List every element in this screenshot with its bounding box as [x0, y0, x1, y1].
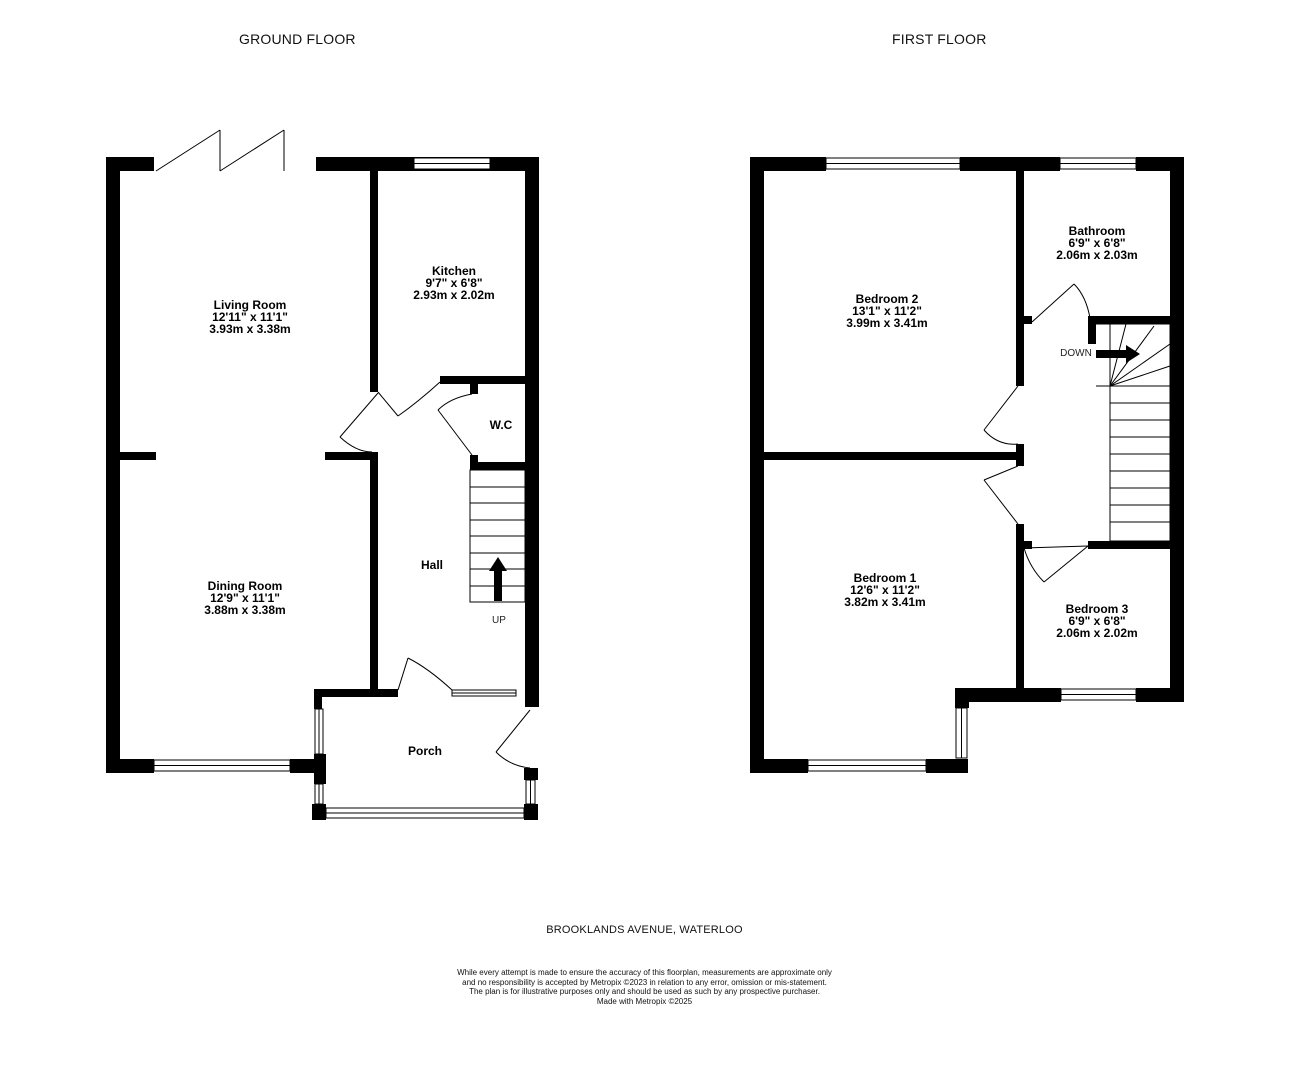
room-metric-size: 2.93m x 2.02m	[413, 288, 495, 302]
room-name: Hall	[420, 558, 444, 572]
porch-label: Porch	[408, 745, 442, 757]
dining-room-label: Dining Room 12'9" x 11'1" 3.88m x 3.38m	[204, 580, 285, 616]
ground-floor-windows	[153, 157, 536, 819]
room-name: Porch	[407, 744, 443, 758]
property-address: BROOKLANDS AVENUE, WATERLOO	[546, 924, 743, 936]
first-floor-stairs	[1096, 323, 1171, 542]
first-floor-windows	[807, 157, 1137, 772]
room-imperial-size: 12'11" x 11'1"	[212, 310, 288, 324]
first-floor-walls	[750, 157, 1184, 773]
wc-label: W.C	[490, 419, 513, 431]
ground-floor-stairs	[469, 469, 526, 603]
room-name: W.C	[489, 418, 513, 432]
room-name: Living Room	[213, 298, 287, 312]
room-imperial-size: 13'1" x 11'2"	[852, 304, 922, 318]
living-room-label: Living Room 12'11" x 11'1" 3.93m x 3.38m	[209, 299, 290, 335]
room-name: Bathroom	[1068, 224, 1126, 238]
kitchen-label: Kitchen 9'7" x 6'8" 2.93m x 2.02m	[413, 265, 494, 301]
bedroom-2-label: Bedroom 2 13'1" x 11'2" 3.99m x 3.41m	[846, 293, 927, 329]
room-metric-size: 3.88m x 3.38m	[204, 603, 286, 617]
room-imperial-size: 9'7" x 6'8"	[425, 276, 483, 290]
up-arrow-icon	[489, 557, 507, 601]
hall-label: Hall	[421, 559, 443, 571]
room-name: Bedroom 3	[1065, 602, 1129, 616]
ground-floor-doors	[155, 129, 531, 769]
stairs-up-label: UP	[492, 615, 506, 626]
bedroom-3-label: Bedroom 3 6'9" x 6'8" 2.06m x 2.02m	[1056, 603, 1137, 639]
ground-floor-walls	[106, 157, 539, 820]
room-metric-size: 2.06m x 2.03m	[1056, 248, 1138, 262]
room-imperial-size: 12'9" x 11'1"	[210, 591, 280, 605]
room-metric-size: 3.82m x 3.41m	[844, 595, 926, 609]
room-name: Kitchen	[431, 264, 476, 278]
first-floor-doors	[983, 283, 1091, 583]
room-imperial-size: 6'9" x 6'8"	[1068, 614, 1126, 628]
room-metric-size: 3.99m x 3.41m	[846, 316, 928, 330]
room-imperial-size: 12'6" x 11'2"	[850, 583, 920, 597]
disclaimer-line: Made with Metropix ©2025	[596, 996, 693, 1006]
room-imperial-size: 6'9" x 6'8"	[1068, 236, 1126, 250]
stairs-down-label: DOWN	[1060, 348, 1092, 359]
bathroom-label: Bathroom 6'9" x 6'8" 2.06m x 2.03m	[1056, 225, 1137, 261]
first-floor-title: FIRST FLOOR	[892, 31, 987, 47]
room-name: Bedroom 2	[855, 292, 919, 306]
room-name: Bedroom 1	[853, 571, 917, 585]
first-floor-plan	[750, 157, 1184, 773]
room-name: Dining Room	[207, 579, 283, 593]
down-arrow-icon	[1096, 345, 1140, 363]
room-metric-size: 2.06m x 2.02m	[1056, 626, 1138, 640]
disclaimer-line: While every attempt is made to ensure th…	[457, 968, 832, 977]
disclaimer: While every attempt is made to ensure th…	[0, 968, 1289, 1006]
ground-floor-title: GROUND FLOOR	[239, 31, 356, 47]
ground-floor-plan	[106, 129, 539, 820]
room-metric-size: 3.93m x 3.38m	[209, 322, 291, 336]
bedroom-1-label: Bedroom 1 12'6" x 11'2" 3.82m x 3.41m	[844, 572, 925, 608]
disclaimer-line: and no responsibility is accepted by Met…	[462, 977, 827, 987]
disclaimer-line: The plan is for illustrative purposes on…	[469, 987, 820, 996]
